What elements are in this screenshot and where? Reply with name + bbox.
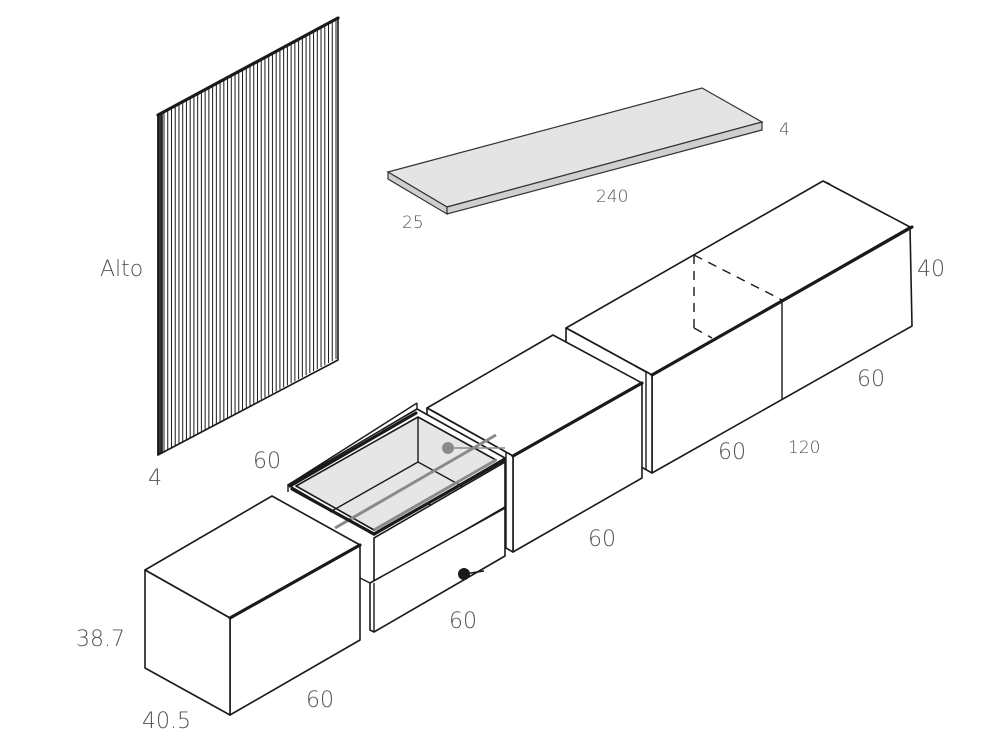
panel-height-label: Alto	[100, 257, 143, 282]
long-unit-left-module-label: 60	[718, 440, 746, 465]
shelf-thickness-label: 4	[779, 120, 790, 140]
shelf-length-label: 240	[596, 187, 628, 207]
drawer-width-label: 60	[449, 609, 477, 634]
shelf-side	[446, 121, 763, 215]
cube-depth-label: 40.5	[142, 709, 191, 734]
fluted-wall-panel	[156, 16, 340, 456]
glass-box-depth-label: 60	[253, 449, 281, 474]
long-unit-total-label: 120	[788, 438, 820, 458]
cube-height-label: 38.7	[76, 627, 125, 652]
front-cube-unit	[144, 495, 362, 716]
panel-flutes	[163, 20, 337, 452]
shelf-depth-label: 25	[402, 213, 424, 233]
cube-width-label: 60	[306, 688, 334, 713]
floating-shelf	[386, 87, 764, 216]
shelf-top	[386, 87, 764, 208]
long-unit-height-label: 40	[917, 257, 945, 282]
middle-cube-width-label: 60	[588, 527, 616, 552]
panel-thickness-label: 4	[148, 466, 162, 491]
glass-drawer-unit	[287, 402, 506, 633]
long-unit-right-module-label: 60	[857, 367, 885, 392]
